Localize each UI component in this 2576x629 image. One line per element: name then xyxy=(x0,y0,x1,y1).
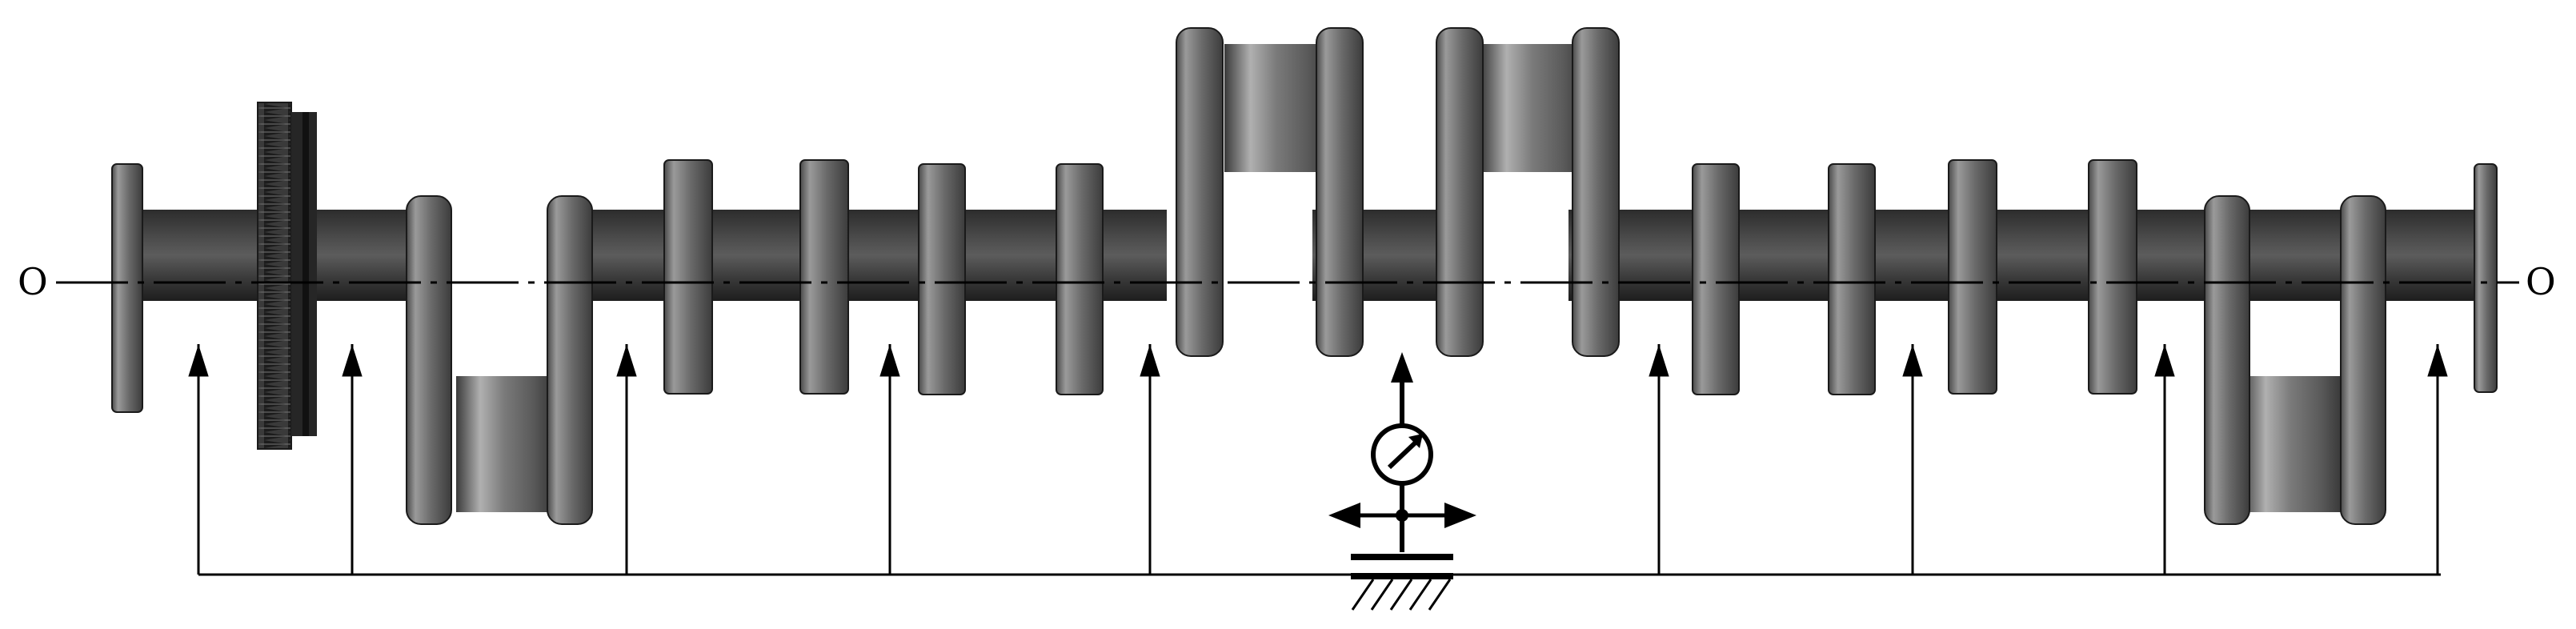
crankshaft-icon xyxy=(111,27,2498,525)
flywheel-gear-icon xyxy=(257,102,317,450)
support-arrow-icon xyxy=(342,344,363,575)
support-arrow-icon xyxy=(1902,344,1923,575)
ground-hatch-icon xyxy=(1351,579,1452,611)
dial-indicator-icon xyxy=(1328,352,1476,611)
support-arrow-icon xyxy=(2154,344,2175,575)
axis-label-left: O xyxy=(18,260,48,303)
support-arrow-icon xyxy=(188,344,209,575)
center-axis: O O xyxy=(18,260,2556,303)
axis-label-right: O xyxy=(2526,260,2556,303)
crank-pins xyxy=(456,44,2341,512)
support-arrow-icon xyxy=(879,344,900,575)
support-system xyxy=(188,344,2448,576)
support-arrow-icon xyxy=(2427,344,2448,575)
crank-webs xyxy=(111,27,2498,525)
support-arrow-icon xyxy=(616,344,637,575)
support-arrow-icon xyxy=(1649,344,1669,575)
support-arrow-icon xyxy=(1140,344,1160,575)
